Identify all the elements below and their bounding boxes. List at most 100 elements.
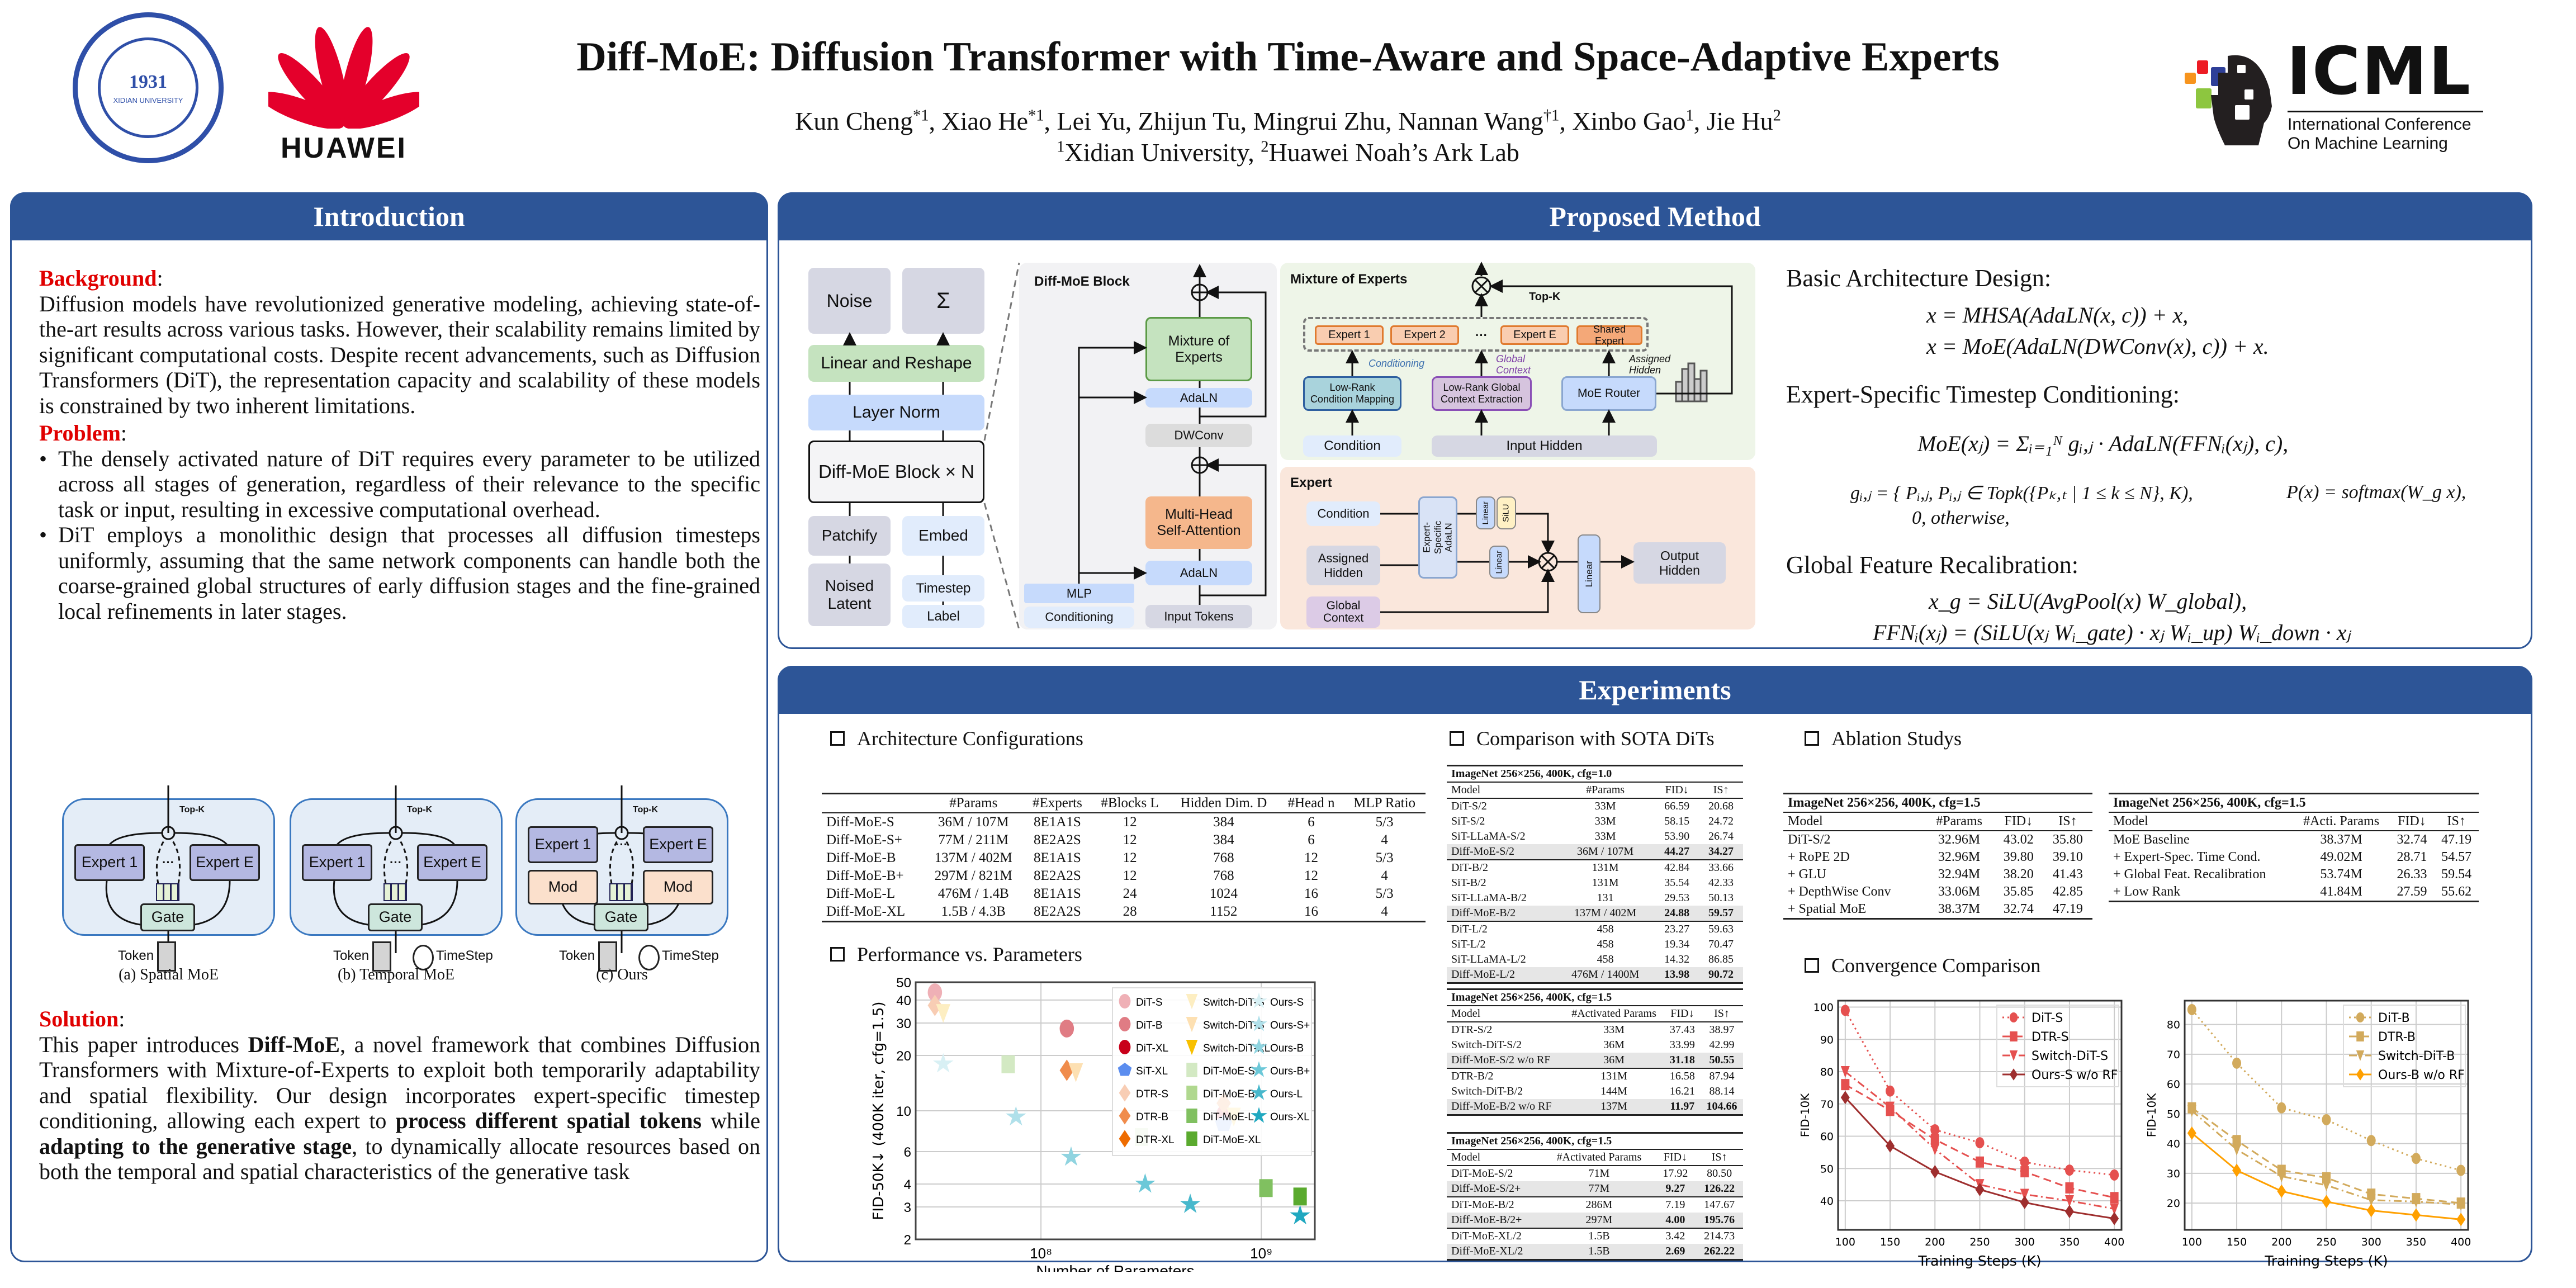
table-cell: 28 [1091, 903, 1169, 922]
table-cell: 286M [1543, 1196, 1655, 1213]
table-cell: 59.57 [1699, 906, 1743, 921]
condition-box: Condition [1303, 435, 1401, 457]
table-cell: 214.73 [1696, 1228, 1743, 1244]
x-tick-label: 250 [2316, 1236, 2336, 1248]
y-tick-label: 4 [904, 1177, 911, 1192]
table-cell: 44.27 [1655, 844, 1699, 860]
data-point-ours-xl [1290, 1205, 1310, 1225]
moe-router-box: MoE Router [1561, 376, 1656, 411]
table-cell: 137M / 402M [1555, 906, 1655, 921]
data-point [2322, 1180, 2331, 1192]
legend-label: DTR-S [1136, 1088, 1168, 1100]
data-point [2110, 1192, 2119, 1204]
data-point [2411, 1153, 2421, 1164]
plot-frame [1837, 1000, 2123, 1231]
table-cell: 47.19 [2043, 901, 2092, 920]
formula: x = MoE(AdaLN(DWConv(x), c)) + x. [1926, 334, 2269, 359]
x-tick-label: 350 [2059, 1236, 2080, 1248]
y-tick-label: 70 [2167, 1049, 2180, 1061]
data-point [2322, 1195, 2331, 1209]
adaln-box: AdaLN [1145, 561, 1252, 585]
table-cell: 77M [1543, 1181, 1655, 1197]
legend: DiT-SDiT-BDiT-XLSiT-XLDTR-SDTR-BDTR-XLSw… [1112, 987, 1312, 1156]
data-point [2064, 1164, 2074, 1176]
noised-latent-box: Noised Latent [808, 564, 891, 626]
table-cell: 20.68 [1708, 800, 1734, 812]
solution-text: , a novel framework that combines Diffus… [39, 1031, 761, 1134]
table-cell: 5/3 [1375, 850, 1394, 865]
author-affiliation-mark: *1 [1028, 107, 1044, 125]
legend-label: DiT-MoE-S [1203, 1066, 1255, 1077]
table-cell: + Global Feat. Recalibration [2113, 867, 2266, 882]
data-point [1886, 1101, 1895, 1114]
table-cell: 9.27 [1655, 1181, 1696, 1197]
data-point [2277, 1184, 2286, 1198]
affiliation-name: Huawei Noah’s Ark Lab [1268, 138, 1519, 167]
table-cell: 16 [1278, 903, 1344, 922]
expert-1-box: Expert 1 [528, 826, 598, 863]
table-cell: SiT-S/2 [1451, 815, 1485, 827]
token-icon [157, 941, 176, 972]
checkbox-icon [830, 947, 845, 962]
huawei-logo-text: HUAWEI [281, 132, 407, 164]
author-affiliation-mark: *1 [912, 107, 929, 125]
table-cell: DiT-S/2 [1788, 832, 1831, 847]
heading-text: Comparison with SOTA DiTs [1476, 727, 1715, 750]
expert-assigned-hidden-box: Assigned Hidden [1306, 546, 1380, 585]
section-title: Expert-Specific Timestep Conditioning: [1786, 381, 2180, 408]
data-point [2110, 1169, 2119, 1181]
y-tick-label: 50 [2167, 1108, 2180, 1120]
table-cell: 38.97 [1709, 1024, 1735, 1036]
legend-label: DTR-B [2378, 1030, 2416, 1044]
table-cell: 41.43 [2052, 867, 2083, 882]
table-cell: 32.94M [1938, 867, 1981, 882]
expert-1-box: Expert 1 [74, 844, 145, 881]
data-point-switch-dit-b [1068, 1063, 1083, 1082]
legend-marker [1251, 1107, 1267, 1123]
data-point [2456, 1164, 2466, 1176]
column-header: Model [2109, 812, 2293, 831]
checkbox-icon [1450, 731, 1464, 746]
plot-frame [915, 981, 1316, 1240]
legend-marker [2009, 1050, 2018, 1061]
icml-subtitle: On Machine Learning [2288, 134, 2448, 153]
x-axis-label: Number of Parameters [1036, 1262, 1194, 1272]
table-cell: + Spatial MoE [1783, 901, 1925, 920]
linear-label: Linear [1480, 501, 1490, 525]
x-tick-label: 10⁹ [1250, 1245, 1272, 1262]
table-cell: 36M / 107M [938, 815, 1009, 830]
table-cell: 42.99 [1709, 1039, 1735, 1051]
table-cell: 59.63 [1699, 921, 1743, 937]
table-cell: 53.74M [2320, 867, 2362, 882]
table-cell: 14.32 [1664, 953, 1690, 965]
solution-emphasis: adapting to the generative stage [39, 1133, 352, 1159]
table-cell: 8E1A1S [1034, 886, 1081, 901]
checkbox-icon [1805, 731, 1819, 746]
table-cell: 90.72 [1699, 967, 1743, 984]
y-tick-label: 50 [896, 976, 911, 991]
bullet-icon: • [39, 446, 48, 471]
label-colon: : [120, 420, 127, 446]
legend-label: SiT-XL [1136, 1066, 1168, 1077]
legend-marker [1119, 1040, 1131, 1054]
table-cell: 39.10 [2052, 850, 2083, 864]
data-point [2065, 1182, 2074, 1194]
heading-text: Architecture Configurations [857, 727, 1083, 750]
table-cell: Diff-MoE-S+ [826, 832, 902, 847]
table-cell: 195.76 [1696, 1213, 1743, 1228]
table-cell: DiT-L/2 [1447, 921, 1556, 937]
series-dit-s [1840, 1005, 2119, 1181]
column-header: #Acti. Params [2293, 812, 2390, 831]
formula: gᵢ,ⱼ = { Pᵢ,ⱼ, Pᵢ,ⱼ ∈ Topk({Pₖ,ₜ | 1 ≤ k… [1850, 483, 2193, 504]
x-tick-label: 200 [1925, 1236, 1945, 1248]
legend-marker [1186, 994, 1198, 1010]
table-cell: 5/3 [1375, 886, 1394, 901]
table-cell: 32.74 [2397, 832, 2427, 847]
